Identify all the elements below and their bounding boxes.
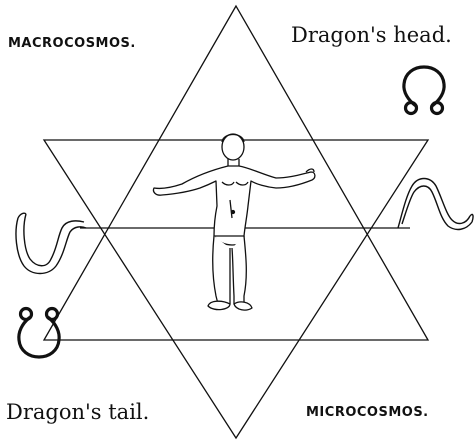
dragons-head-symbol: [404, 67, 444, 114]
dragons-tail-label: Dragon's tail.: [6, 402, 149, 423]
microcosmos-label: MICROCOSMOS.: [306, 406, 429, 419]
dragons-head-label: Dragon's head.: [291, 25, 452, 46]
human-figure: [153, 134, 314, 310]
dragons-tail-symbol: [19, 309, 59, 358]
serpent-right: [398, 179, 473, 230]
serpent-left: [16, 213, 86, 273]
macrocosmos-label: MACROCOSMOS.: [8, 37, 136, 50]
